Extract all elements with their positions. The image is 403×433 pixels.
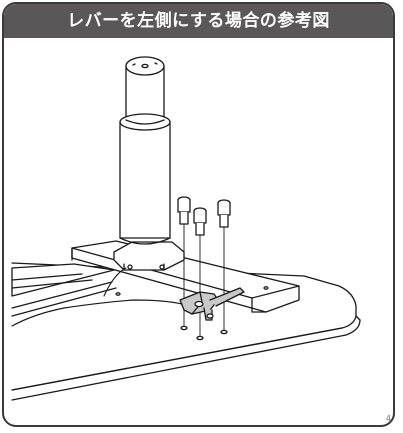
panel-title: レバーを左側にする場合の参考図 (67, 11, 330, 31)
lifting-column (119, 56, 171, 245)
column-base (113, 241, 185, 271)
bolt-right (217, 199, 231, 331)
assembly-diagram (11, 56, 361, 401)
frame-rail (11, 263, 117, 317)
mounting-holes (115, 286, 269, 341)
illustration-panel: レバーを左側にする場合の参考図 (2, 2, 395, 427)
page-number: 4 (385, 414, 391, 423)
lever-cable (11, 267, 183, 327)
bolt-left (177, 196, 191, 327)
bolt-middle (193, 207, 207, 337)
lever-assembly (179, 287, 245, 321)
panel-header: レバーを左側にする場合の参考図 (4, 4, 393, 38)
